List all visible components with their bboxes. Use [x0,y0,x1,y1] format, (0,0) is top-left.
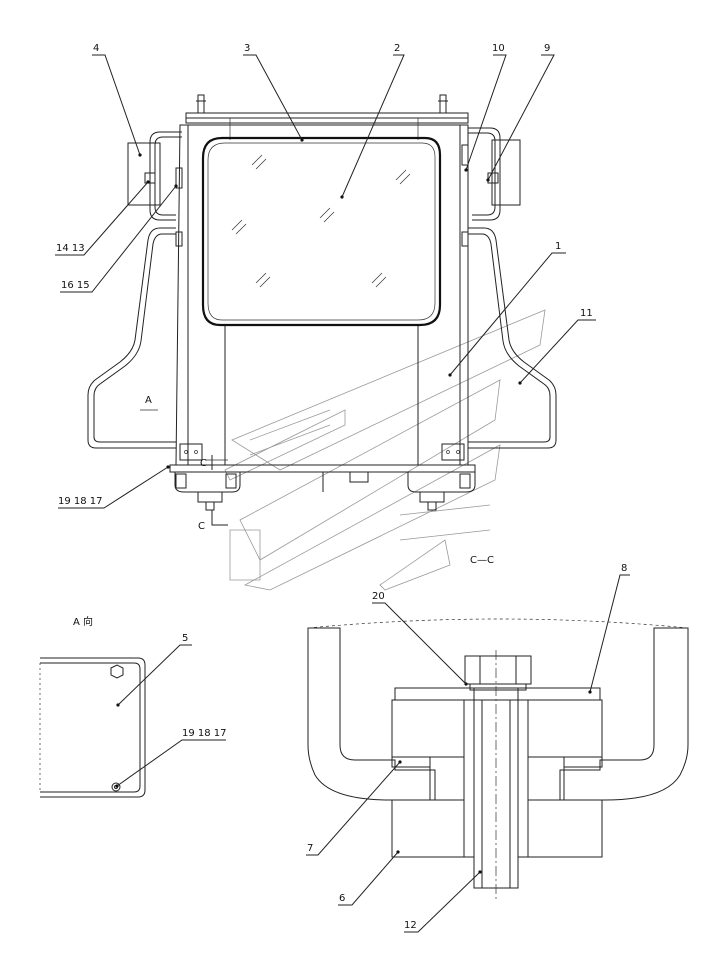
section-c-top-label: C [200,458,207,469]
callout-6: 6 [339,893,345,904]
callout-12: 12 [404,920,417,931]
callout-20: 20 [372,591,385,602]
section-c-c [307,618,689,900]
leader-dots [115,138,592,874]
callout-19-18-17-view: 19 18 17 [182,728,227,739]
section-c-c-title: C—C [470,555,494,566]
section-c-bottom-label: C [198,521,205,532]
callout-labels: 4 3 2 10 9 1 11 14 13 16 15 19 18 17 5 1… [56,43,627,931]
callout-11: 11 [580,308,593,319]
callout-3: 3 [244,43,250,54]
callout-19-18-17-main: 19 18 17 [58,496,103,507]
callout-4: 4 [93,43,99,54]
callout-2: 2 [394,43,400,54]
view-labels: A A 向 C C C—C [73,395,494,628]
callout-1: 1 [555,241,561,252]
view-a-panel [39,657,146,798]
view-a-marker: A [145,395,152,406]
callout-9: 9 [544,43,550,54]
callout-8: 8 [621,563,627,574]
cab-front-view [87,94,557,526]
view-a-title: A 向 [73,615,93,628]
leader-lines [55,54,630,933]
callout-7: 7 [307,843,313,854]
callout-10: 10 [492,43,505,54]
watermark-logo [224,309,546,591]
callout-5: 5 [182,633,188,644]
callout-14-13: 14 13 [56,243,85,254]
callout-16-15: 16 15 [61,280,90,291]
